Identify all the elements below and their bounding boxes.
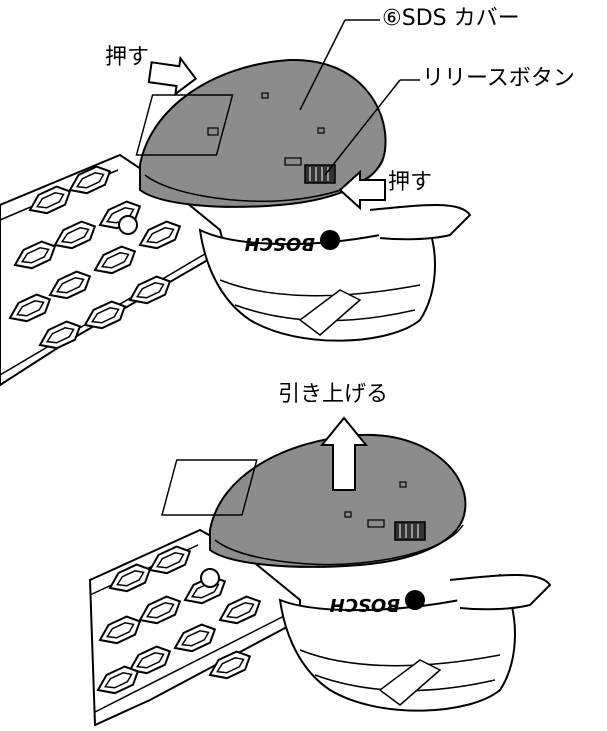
leader-release-button xyxy=(324,79,401,176)
bottom-illustration: BOSCH xyxy=(88,416,552,727)
sds-cover-label: ⑥SDS カバー xyxy=(382,6,520,31)
push-arrow-icon xyxy=(147,55,198,97)
bosch-logo-icon: BOSCH xyxy=(330,590,425,615)
release-button-label: リリースボタン xyxy=(422,66,575,91)
release-button-top xyxy=(304,164,336,184)
release-button-bottom xyxy=(394,521,426,541)
svg-text:BOSCH: BOSCH xyxy=(330,594,400,615)
tool-body-bottom xyxy=(278,573,516,712)
push-label-side: 押す xyxy=(388,170,433,195)
lift-up-label: 引き上げる xyxy=(278,382,389,407)
leader-sds-cover xyxy=(299,19,346,111)
rivet xyxy=(200,568,220,588)
lift-arrow-icon xyxy=(319,416,369,491)
tool-body-top xyxy=(198,208,436,342)
push-arrow-icon xyxy=(338,169,386,211)
push-label-top: 押す xyxy=(105,45,150,70)
svg-text:BOSCH: BOSCH xyxy=(245,233,315,254)
bosch-logo-icon: BOSCH xyxy=(245,230,340,254)
rivet xyxy=(118,215,138,235)
top-illustration: BOSCH xyxy=(0,19,472,387)
